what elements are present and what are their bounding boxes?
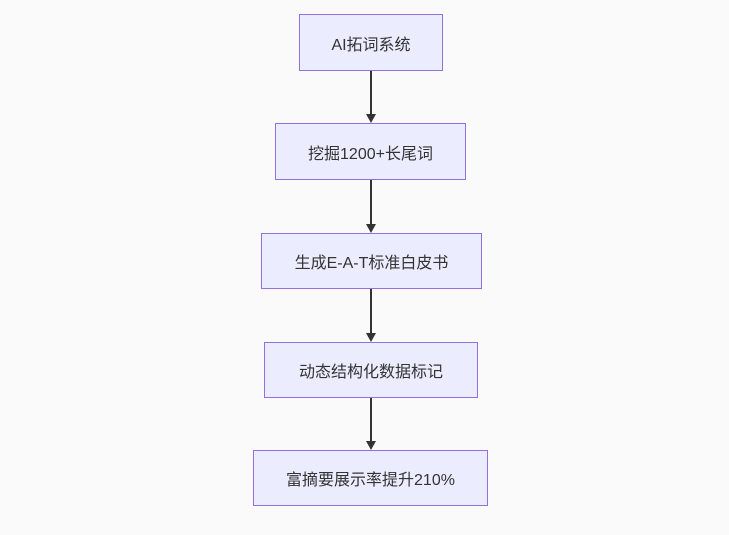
flow-node-label: 动态结构化数据标记 <box>298 364 443 381</box>
arrow-shaft <box>370 71 372 114</box>
arrow-head-icon <box>366 441 376 450</box>
flow-node-label: AI拓词系统 <box>331 36 411 54</box>
arrow-head-icon <box>366 333 376 342</box>
flow-node-longtail-mining: 挖掘1200+长尾词 <box>275 123 466 180</box>
flow-node-label: 富摘要展示率提升210% <box>286 472 455 489</box>
flow-arrow-3 <box>365 289 377 342</box>
flow-node-rich-snippet-uplift: 富摘要展示率提升210% <box>253 450 488 506</box>
flow-node-label: 挖掘1200+长尾词 <box>308 145 433 163</box>
arrow-head-icon <box>366 114 376 123</box>
flow-node-label: 生成E-A-T标准白皮书 <box>294 255 449 272</box>
flow-node-ai-word-expansion: AI拓词系统 <box>299 14 443 71</box>
flow-node-eat-whitepaper: 生成E-A-T标准白皮书 <box>261 233 482 289</box>
flow-arrow-4 <box>365 398 377 450</box>
flow-arrow-1 <box>365 71 377 123</box>
arrow-shaft <box>370 289 372 333</box>
flow-arrow-2 <box>365 180 377 233</box>
arrow-head-icon <box>366 224 376 233</box>
arrow-shaft <box>370 180 372 224</box>
arrow-shaft <box>370 398 372 441</box>
flow-node-structured-data-markup: 动态结构化数据标记 <box>264 342 478 398</box>
